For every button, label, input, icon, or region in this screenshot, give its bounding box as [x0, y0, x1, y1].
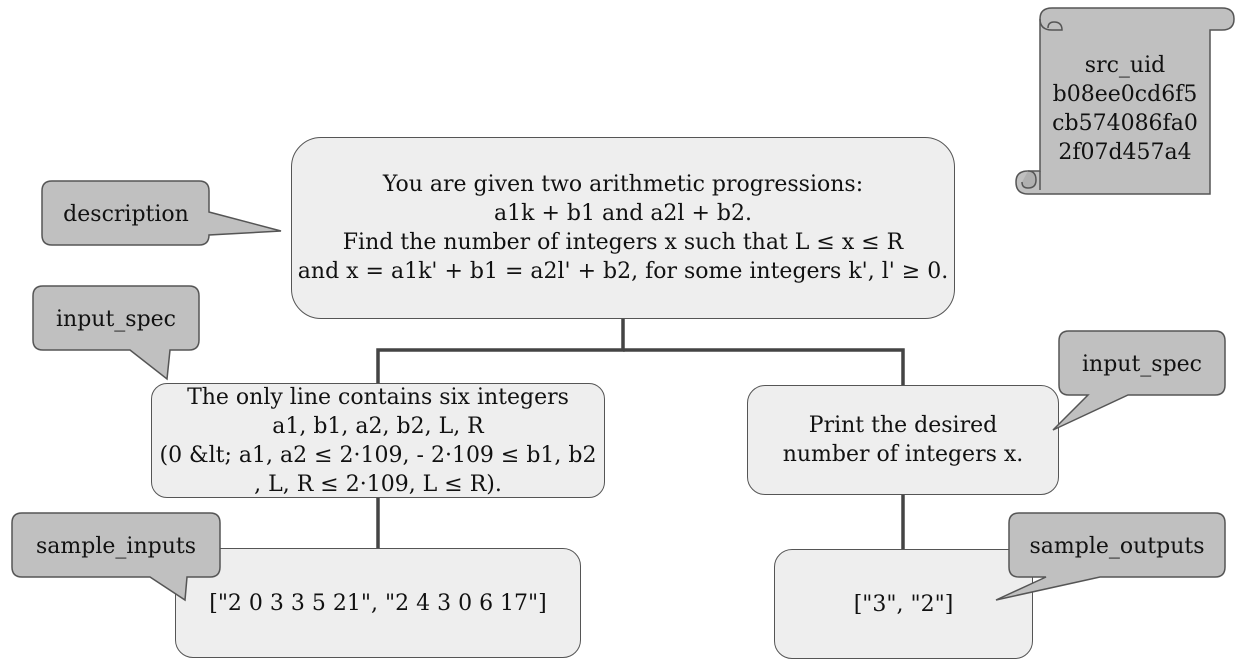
description-line-3: Find the number of integers x such that … — [342, 230, 904, 255]
input-spec-line-3: (0 &lt; a1, a2 ≤ 2·109, - 2·109 ≤ b1, b2 — [159, 442, 597, 468]
output-spec-callout: input_spec — [1052, 330, 1226, 431]
sample-outputs-node: ["3", "2"] — [774, 549, 1033, 659]
output-spec-line-1: Print the desired — [808, 413, 998, 438]
description-callout: description — [41, 180, 282, 246]
input-spec-callout: input_spec — [32, 285, 200, 381]
src-uid-label: src_uid — [1085, 53, 1165, 78]
description-callout-label: description — [63, 202, 189, 227]
input-spec-callout-label: input_spec — [56, 307, 176, 332]
output-spec-callout-label: input_spec — [1082, 352, 1202, 377]
input-spec-node: The only line contains six integers a1, … — [151, 383, 605, 498]
src-uid-line-3: 2f07d457a4 — [1058, 140, 1191, 165]
src-uid-line-1: b08ee0cd6f5 — [1053, 82, 1198, 107]
sample-outputs-callout: sample_outputs — [995, 512, 1226, 601]
description-node: You are given two arithmetic progression… — [291, 137, 955, 319]
edge-description-to-output-spec — [623, 348, 905, 386]
sample-inputs-callout-label: sample_inputs — [36, 534, 196, 559]
edge-description-to-input-spec — [376, 318, 625, 384]
sample-outputs-callout-label: sample_outputs — [1029, 534, 1204, 559]
input-spec-line-2: a1, b1, a2, b2, L, R — [272, 413, 484, 439]
input-spec-line-1: The only line contains six integers — [187, 384, 569, 410]
output-spec-line-2: number of integers x. — [782, 442, 1024, 467]
description-line-2: a1k + b1 and a2l + b2. — [494, 201, 752, 226]
sample-outputs-text: ["3", "2"] — [853, 591, 954, 617]
src-uid-line-2: cb574086fa0 — [1052, 111, 1198, 136]
sample-inputs-callout: sample_inputs — [11, 512, 221, 602]
input-spec-line-4: , L, R ≤ 2·109, L ≤ R). — [254, 471, 502, 497]
sample-inputs-node: ["2 0 3 3 5 21", "2 4 3 0 6 17"] — [175, 548, 581, 658]
output-spec-node: Print the desired number of integers x. — [747, 385, 1059, 495]
sample-inputs-text: ["2 0 3 3 5 21", "2 4 3 0 6 17"] — [209, 590, 547, 616]
description-line-1: You are given two arithmetic progression… — [382, 172, 864, 197]
description-line-4: and x = a1k' + b1 = a2l' + b2, for some … — [297, 259, 949, 284]
src-uid-scroll: src_uid b08ee0cd6f5 cb574086fa0 2f07d457… — [1015, 7, 1235, 195]
